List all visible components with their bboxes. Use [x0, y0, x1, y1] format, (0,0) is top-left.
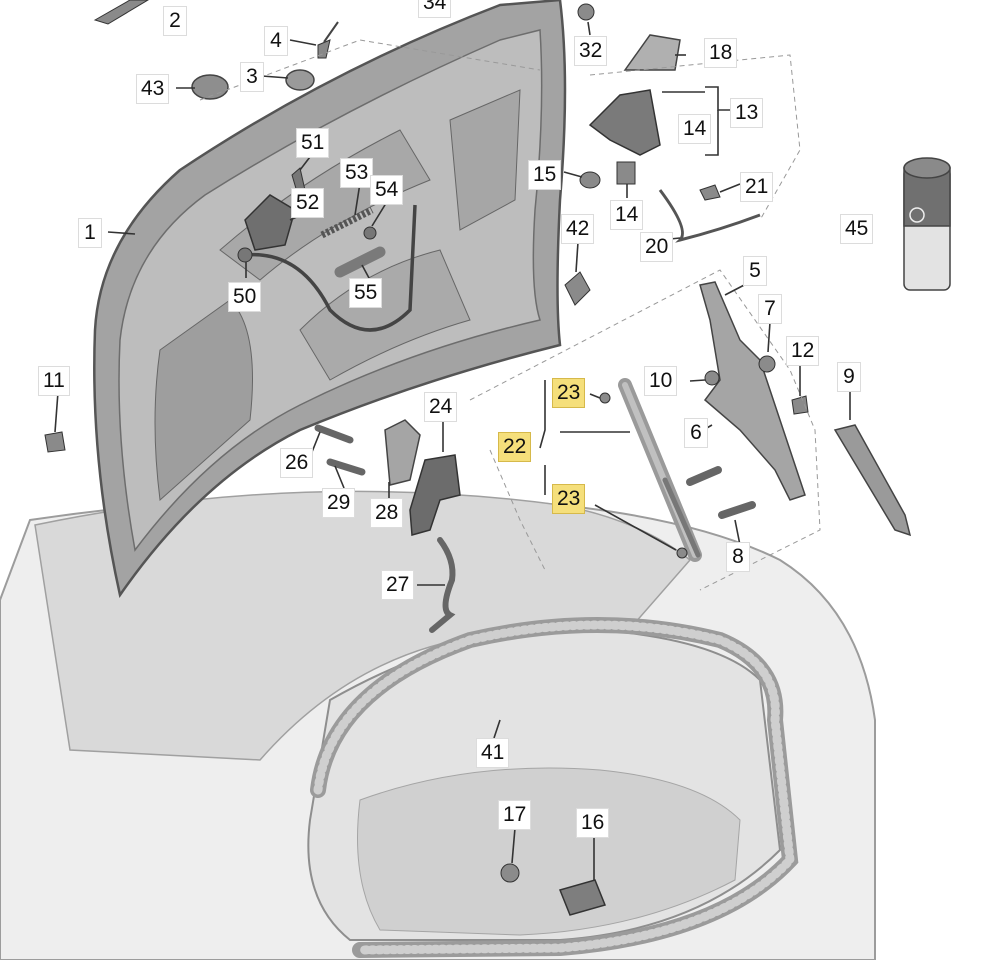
callout-52: 52	[291, 188, 325, 218]
callout-24: 24	[424, 392, 458, 422]
part-26-bolt	[314, 424, 354, 444]
part-23-ball-stud-top	[599, 392, 611, 404]
callout-51: 51	[296, 128, 330, 158]
callout-50: 50	[228, 282, 262, 312]
callout-18: 18	[704, 38, 738, 68]
callout-23-upper: 23	[552, 378, 586, 408]
part-27-cable	[429, 537, 456, 633]
callout-12: 12	[786, 336, 820, 366]
part-22-gas-strut	[618, 378, 702, 562]
callout-10: 10	[644, 366, 678, 396]
callout-7: 7	[758, 294, 782, 324]
part-24-lock-motor	[409, 454, 461, 536]
part-28-bracket	[384, 419, 421, 486]
callout-14-upper: 14	[678, 114, 712, 144]
part-43-buffer	[191, 74, 229, 100]
part-15-grommet	[579, 171, 601, 189]
part-9-trim	[833, 424, 912, 537]
callout-16: 16	[576, 808, 610, 838]
callout-17: 17	[498, 800, 532, 830]
part-55-sleeve	[334, 246, 386, 278]
part-7-nut	[758, 355, 776, 373]
callout-41: 41	[476, 738, 510, 768]
callout-29: 29	[322, 488, 356, 518]
callout-22: 22	[498, 432, 532, 462]
part-42-buffer	[564, 271, 591, 306]
part-29-bolt	[326, 458, 366, 476]
part-32-nut	[577, 3, 595, 21]
part-20-cable	[658, 189, 761, 243]
trunk-floor	[357, 767, 741, 936]
callout-45: 45	[840, 214, 874, 244]
callout-13: 13	[730, 98, 764, 128]
callout-26: 26	[280, 448, 314, 478]
part-3-grommet	[285, 69, 315, 91]
callout-28: 28	[370, 498, 404, 528]
part-11-buffer	[44, 431, 66, 453]
callout-27: 27	[381, 570, 415, 600]
callout-3: 3	[240, 62, 264, 92]
callout-5: 5	[743, 256, 767, 286]
part-21-clip	[699, 184, 721, 201]
part-50-cable	[244, 204, 417, 332]
callout-20: 20	[640, 232, 674, 262]
callout-2: 2	[163, 6, 187, 36]
callout-55: 55	[349, 278, 383, 308]
callout-21: 21	[740, 172, 774, 202]
part-16-striker	[558, 879, 607, 916]
callout-23-lower: 23	[552, 484, 586, 514]
part-54-cap	[363, 226, 377, 240]
part-45-aerosol-can	[903, 157, 951, 291]
callout-15: 15	[528, 160, 562, 190]
callout-14-lower: 14	[610, 200, 644, 230]
callout-9: 9	[837, 362, 861, 392]
part-4-clip	[317, 39, 331, 59]
part-23-ball-stud-bottom	[676, 547, 688, 559]
part-52-lock-motor	[244, 194, 296, 251]
part-10-bolt	[704, 370, 720, 386]
callout-11: 11	[38, 366, 70, 396]
part-18-bumper	[623, 34, 681, 71]
callout-54: 54	[370, 175, 404, 205]
callout-8: 8	[726, 542, 750, 572]
part-13-lock	[588, 89, 661, 156]
part-14-clip	[616, 161, 636, 185]
part-17-nut	[500, 863, 520, 883]
callout-43: 43	[136, 74, 170, 104]
part-8-bolt	[718, 501, 756, 519]
leader-lines	[54, 21, 851, 880]
callout-4: 4	[264, 26, 288, 56]
callout-6: 6	[684, 418, 708, 448]
callout-34: 34	[418, 0, 452, 18]
part-53-spring	[320, 206, 374, 239]
part-5-hinge	[699, 281, 806, 501]
callout-42: 42	[561, 214, 595, 244]
callout-53: 53	[340, 158, 374, 188]
part-2-trim	[93, 0, 149, 25]
part-6-bolt	[686, 466, 722, 486]
callout-1: 1	[78, 218, 102, 248]
callout-32: 32	[574, 36, 608, 66]
part-12-buffer	[791, 395, 809, 415]
